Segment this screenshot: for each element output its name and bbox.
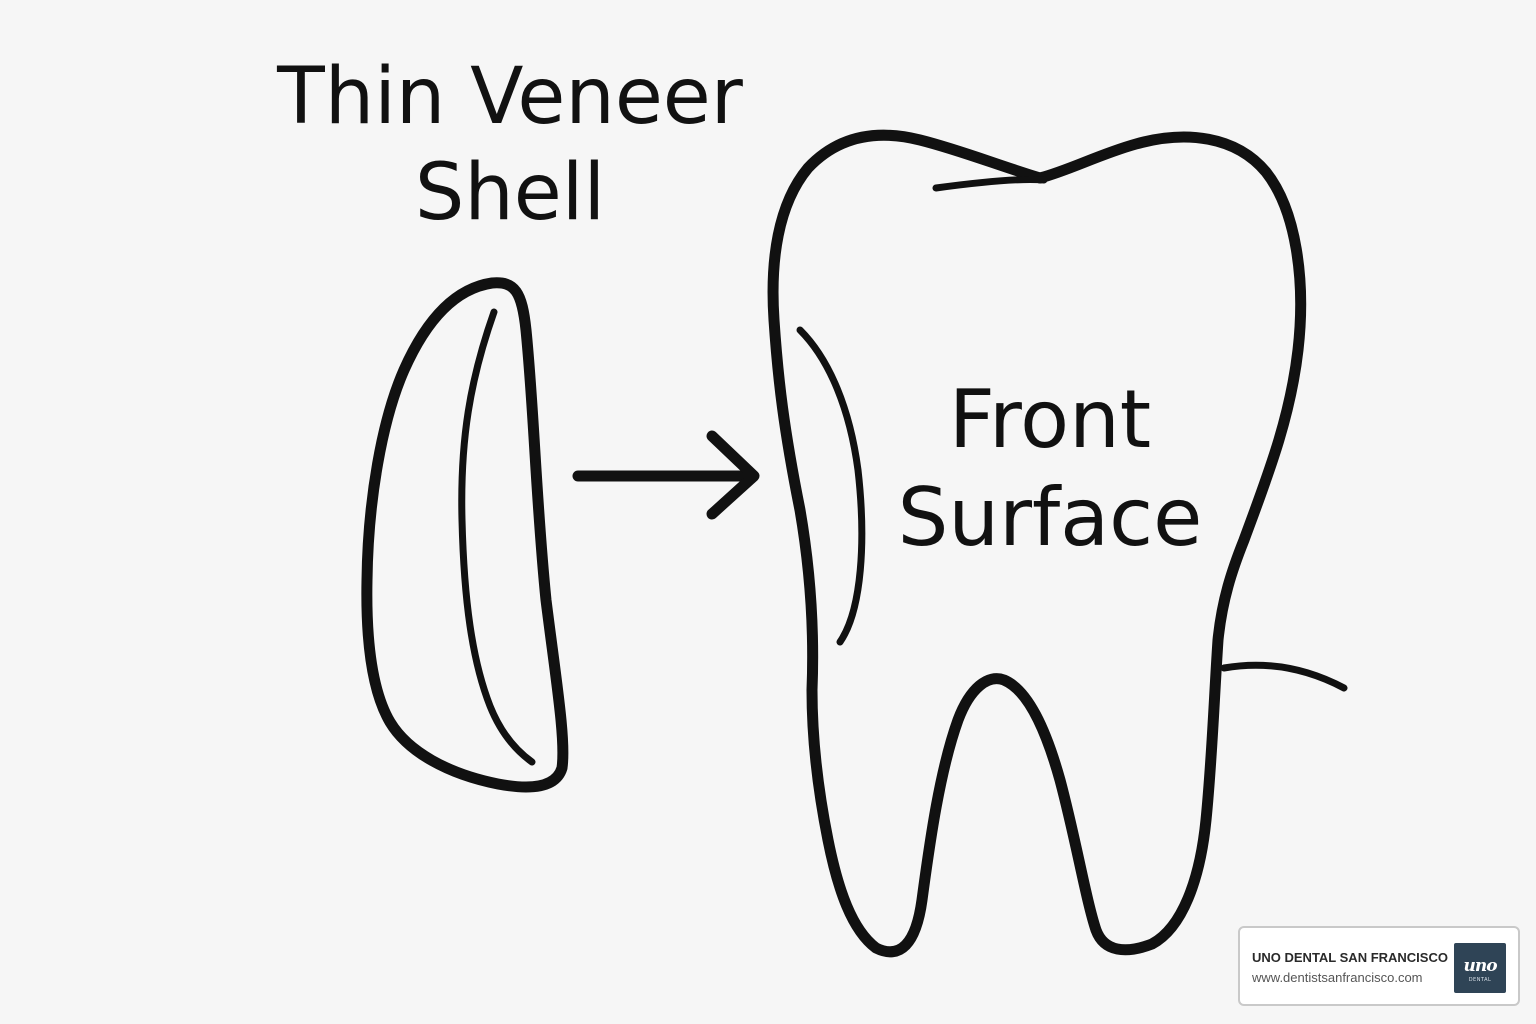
tooth-label-line1: Front bbox=[948, 373, 1152, 466]
veneer-label-line1: Thin Veneer bbox=[277, 52, 743, 142]
brand-badge[interactable]: UNO DENTAL SAN FRANCISCO www.dentistsanf… bbox=[1238, 926, 1520, 1006]
tooth-label: Front Surface bbox=[880, 380, 1220, 576]
arrow-head bbox=[706, 430, 760, 520]
tooth-outline bbox=[767, 129, 1307, 958]
tooth-top-crease bbox=[932, 175, 1048, 192]
brand-logo: uno DENTAL bbox=[1454, 943, 1506, 993]
veneer-shell-outline bbox=[361, 277, 569, 793]
badge-clinic-name: UNO DENTAL SAN FRANCISCO bbox=[1252, 950, 1448, 965]
tooth-front-surface-curve bbox=[796, 326, 866, 646]
brand-logo-mark: uno bbox=[1463, 956, 1497, 976]
brand-logo-subtext: DENTAL bbox=[1468, 977, 1492, 983]
veneer-shell-inner-curve bbox=[458, 308, 536, 766]
badge-website-url[interactable]: www.dentistsanfrancisco.com bbox=[1252, 970, 1423, 985]
veneer-label-line2: Shell bbox=[414, 148, 606, 238]
tooth-label-line2: Surface bbox=[897, 471, 1203, 564]
tooth-root-line bbox=[1220, 661, 1348, 692]
veneer-label: Thin Veneer Shell bbox=[250, 58, 770, 250]
